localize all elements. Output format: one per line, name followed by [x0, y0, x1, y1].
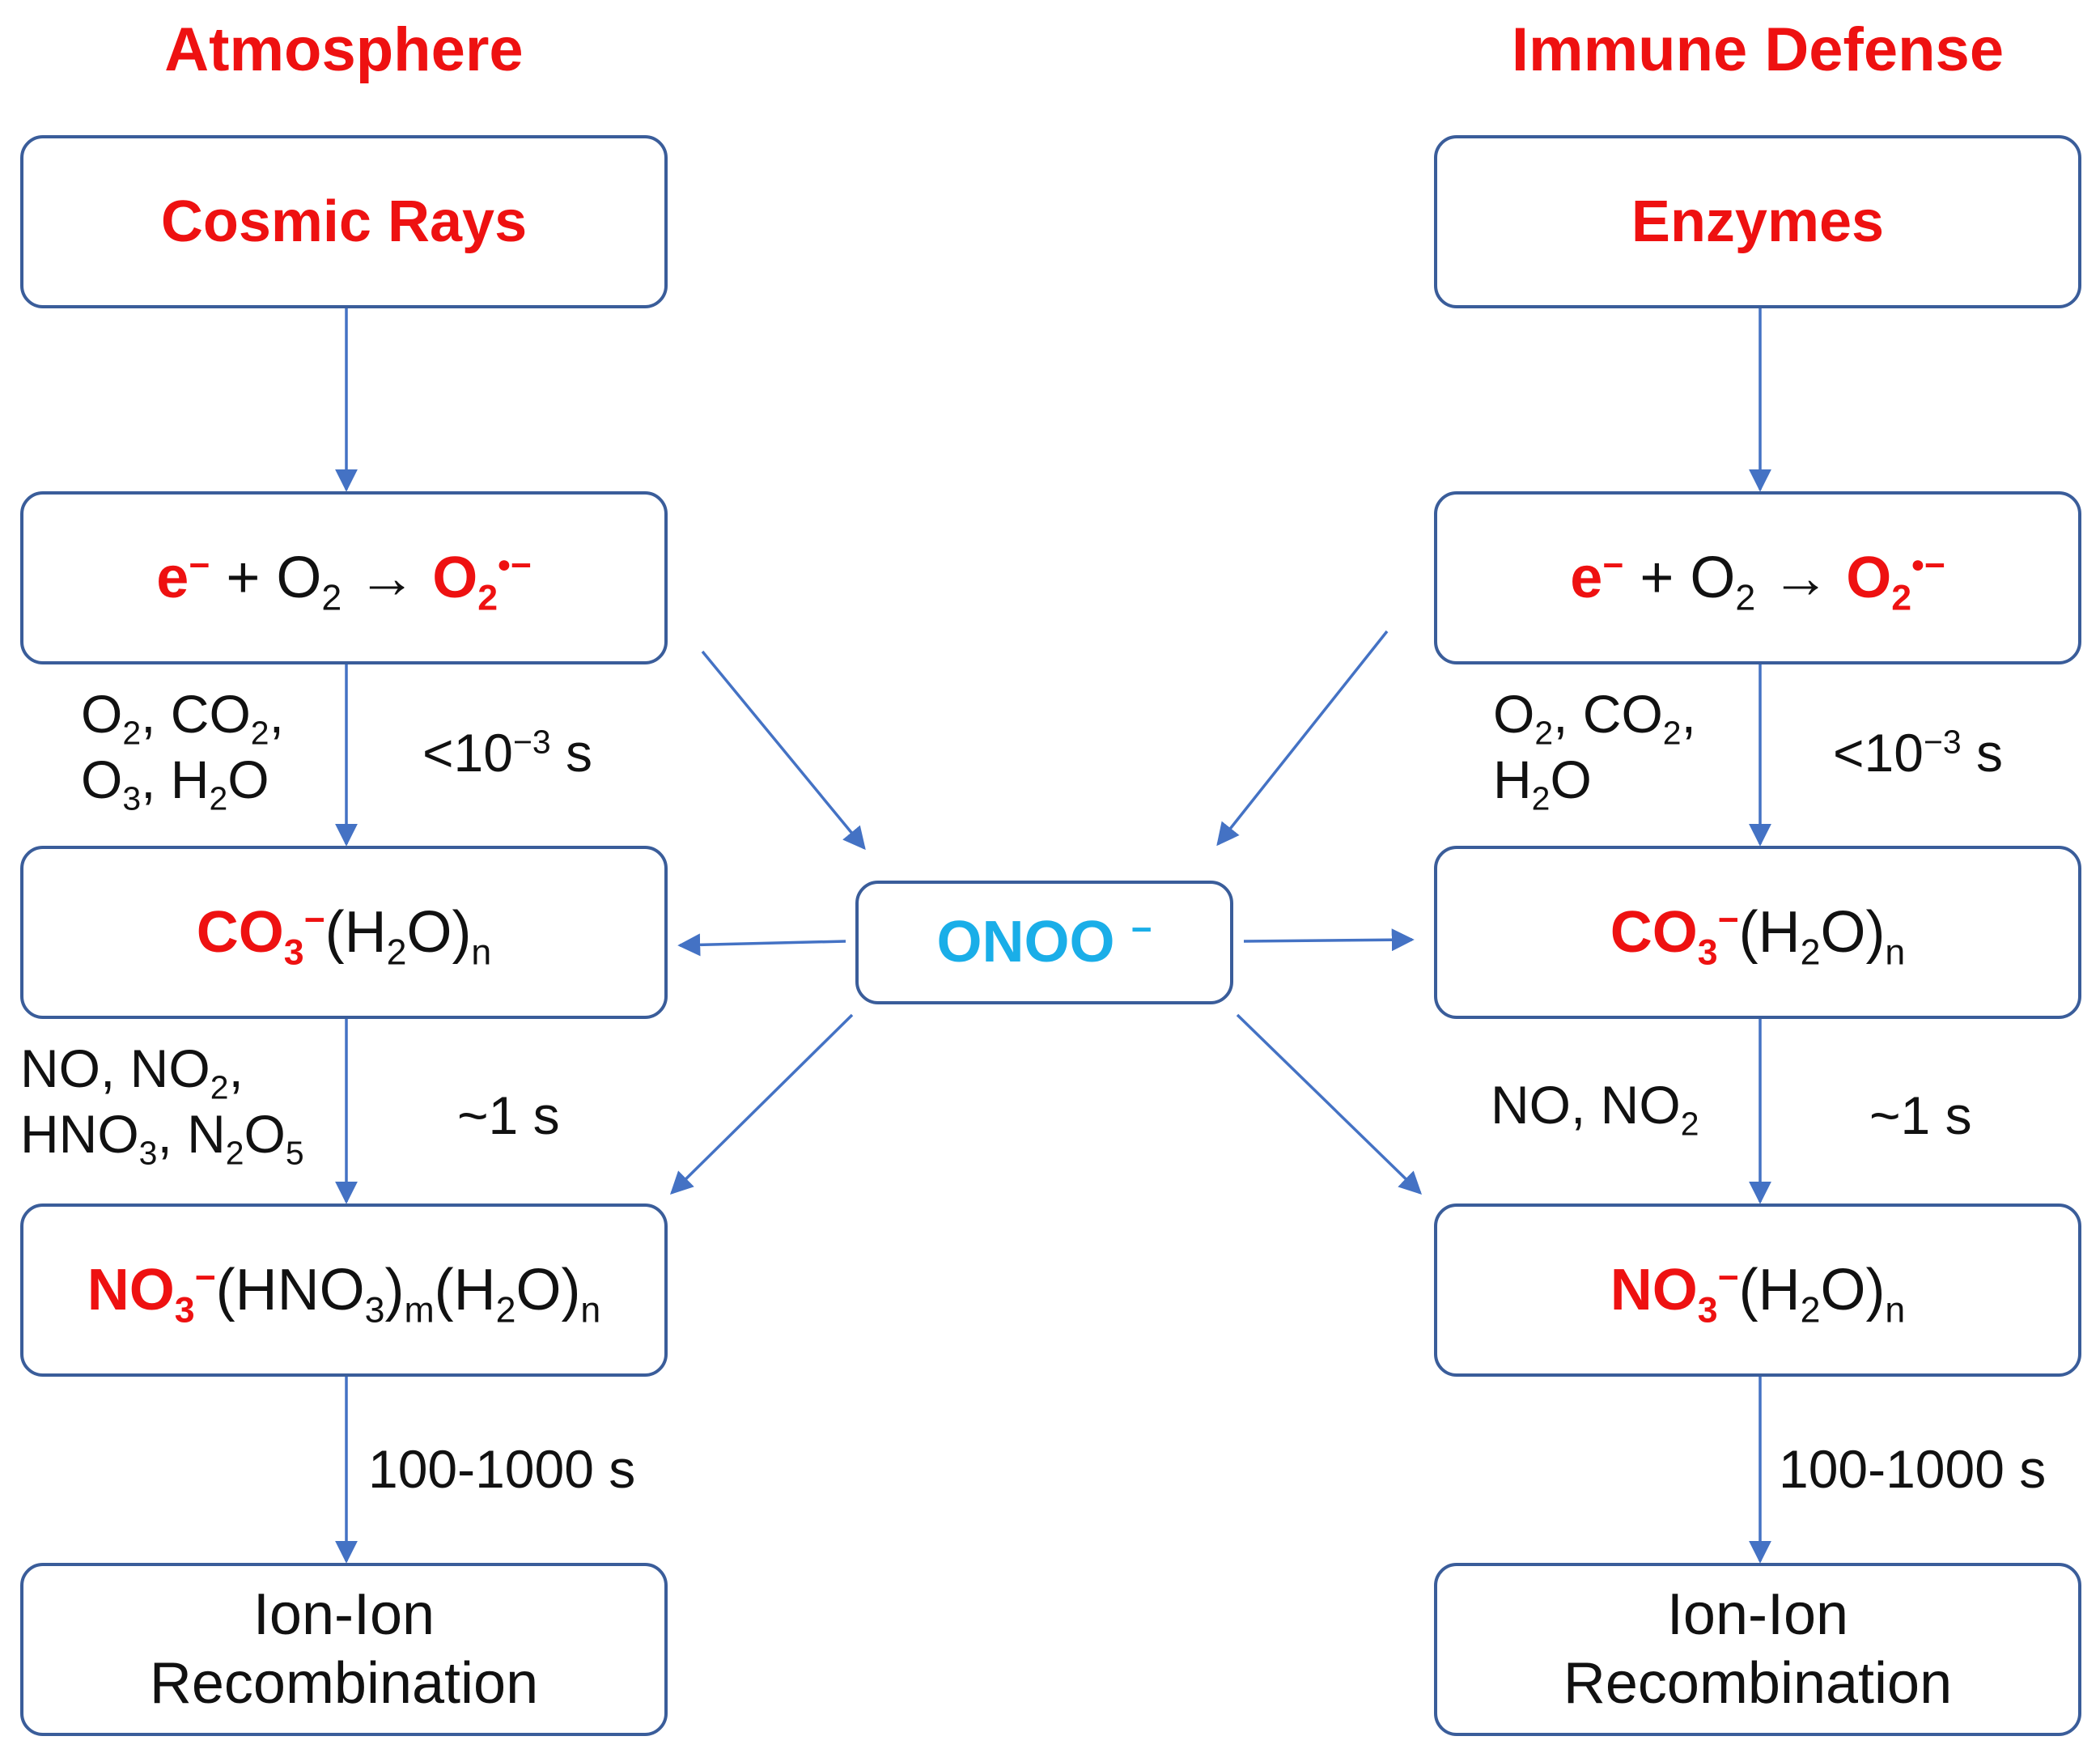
time-label-left-2: ~1 s — [457, 1085, 560, 1145]
time-label-right-3: 100-1000 s — [1779, 1439, 2047, 1499]
carbonate-ion: CO3−(H2O)n — [1610, 899, 1906, 973]
box-peroxynitrite: ONOO − — [855, 881, 1233, 1004]
time-label-right-2: ~1 s — [1869, 1085, 1972, 1145]
box-carbonate-left: CO3−(H2O)n — [20, 846, 668, 1019]
heading-atmosphere: Atmosphere — [164, 15, 524, 84]
recombination-line-2: Recombination — [149, 1651, 539, 1716]
recombination-line-2: Recombination — [1563, 1651, 1953, 1716]
nitrate-ion-cluster: NO3−(H2O)n — [1610, 1257, 1906, 1331]
arrow-center-to-left-no3 — [670, 1013, 854, 1195]
recombination-line-1: Ion-Ion — [252, 1582, 435, 1648]
reactants-label-left-2: NO, NO2, HNO3, N2O5 — [20, 1038, 304, 1171]
nitrate-ion-cluster: NO3−(HNO3)m(H2O)n — [87, 1257, 601, 1331]
box-carbonate-right: CO3−(H2O)n — [1434, 846, 2081, 1019]
reactants-label-right-1: O2, CO2, H2O — [1493, 684, 1696, 817]
arrow-center-to-right-no3 — [1236, 1013, 1423, 1195]
source-label: Cosmic Rays — [160, 189, 528, 254]
box-nitrate-left: NO3−(HNO3)m(H2O)n — [20, 1203, 668, 1377]
reaction-superoxide: e− + O2 → O2•− — [156, 545, 532, 618]
recombination-line-1: Ion-Ion — [1666, 1582, 1849, 1648]
reaction-superoxide: e− + O2 → O2•− — [1570, 545, 1945, 618]
arrow-center-to-left-co3 — [677, 933, 846, 957]
box-superoxide-formation-left: e− + O2 → O2•− — [20, 491, 668, 664]
box-nitrate-right: NO3−(H2O)n — [1434, 1203, 2081, 1377]
arrow-center-to-right-co3 — [1243, 928, 1415, 952]
source-label: Enzymes — [1631, 189, 1885, 254]
heading-immune-defense: Immune Defense — [1511, 15, 2005, 84]
box-recombination-left: Ion-Ion Recombination — [20, 1563, 668, 1736]
carbonate-ion: CO3−(H2O)n — [196, 899, 492, 973]
time-label-right-1: <10−3 s — [1833, 723, 2003, 783]
box-enzymes: Enzymes — [1434, 135, 2081, 308]
time-label-left-1: <10−3 s — [422, 723, 592, 783]
arrow-superoxide-left-to-center — [701, 650, 866, 851]
reactants-label-left-1: O2, CO2, O3, H2O — [81, 684, 284, 817]
peroxynitrite-label: ONOO − — [936, 910, 1152, 975]
time-label-left-3: 100-1000 s — [368, 1439, 636, 1499]
reactants-label-right-2: NO, NO2 — [1491, 1075, 1699, 1143]
arrow-superoxide-right-to-center — [1216, 630, 1389, 847]
box-cosmic-rays: Cosmic Rays — [20, 135, 668, 308]
box-recombination-right: Ion-Ion Recombination — [1434, 1563, 2081, 1736]
box-superoxide-formation-right: e− + O2 → O2•− — [1434, 491, 2081, 664]
